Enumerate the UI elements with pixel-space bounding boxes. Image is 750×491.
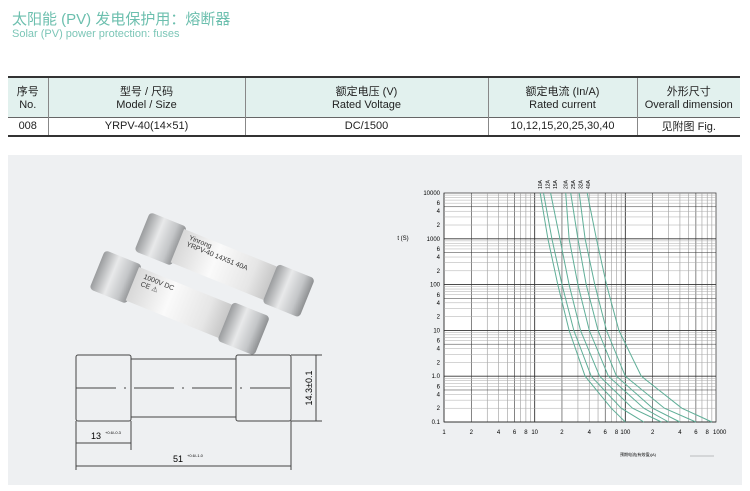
- cap-tolerance: +0.6/-0.3: [105, 430, 122, 435]
- cell-model: YRPV-40(14×51): [47, 117, 245, 136]
- x-tick-label: 4: [497, 430, 501, 436]
- y-tick-label: 6: [437, 384, 441, 390]
- y-tick-label: 0.1: [432, 420, 441, 426]
- curve-12A: [543, 192, 645, 423]
- x-tick-label: 8: [524, 430, 528, 436]
- curve-label: 15A: [553, 179, 559, 189]
- cell-current: 10,12,15,20,25,30,40: [487, 117, 637, 136]
- y-tick-label: 4: [437, 209, 441, 215]
- x-tick-label: 1000: [713, 430, 727, 436]
- curve-32A: [578, 192, 697, 423]
- y-tick-label: 1.0: [432, 374, 441, 380]
- curve-label: 10A: [538, 179, 544, 189]
- total-length-label: 51: [173, 454, 183, 464]
- x-tick-label: 2: [470, 430, 474, 436]
- y-tick-label: 10: [433, 328, 440, 334]
- diameter-label: 14.3±0.1: [304, 371, 314, 406]
- y-axis-label: t (S): [397, 236, 408, 242]
- x-tick-label: 4: [678, 430, 682, 436]
- curve-label: 32A: [579, 179, 585, 189]
- y-tick-label: 10000: [423, 191, 440, 197]
- y-tick-label: 6: [437, 293, 441, 299]
- curve-20A: [565, 192, 669, 423]
- y-tick-label: 6: [437, 339, 441, 345]
- total-tolerance: +0.6/-1.0: [187, 453, 204, 458]
- plot-area: [443, 192, 717, 423]
- curve-15A: [550, 192, 662, 423]
- table-row: 008 YRPV-40(14×51) DC/1500 10,12,15,20,2…: [8, 117, 740, 136]
- page-subtitle: Solar (PV) power protection: fuses: [12, 28, 180, 40]
- x-tick-label: 4: [588, 430, 592, 436]
- col-voltage: 额定电压 (V)Rated Voltage: [244, 77, 488, 117]
- x-tick-label: 1: [442, 430, 446, 436]
- x-axis-label: 预期电流(有效值)(A): [620, 451, 657, 457]
- y-tick-label: 2: [437, 223, 441, 229]
- dimension-drawing: 14.3±0.1 13 +0.6/-0.3 51 +0.6/-1.0: [75, 354, 322, 470]
- y-tick-label: 2: [437, 360, 441, 366]
- cell-no: 008: [18, 120, 37, 133]
- x-tick-label: 10: [531, 430, 538, 436]
- y-tick-label: 100: [430, 283, 441, 289]
- curve-10A: [539, 192, 626, 423]
- y-tick-label: 6: [437, 247, 441, 253]
- col-current: 额定电流 (In/A)Rated current: [487, 77, 637, 117]
- y-tick-label: 4: [437, 347, 441, 353]
- cap-length-label: 13: [91, 431, 101, 441]
- x-tick-label: 8: [615, 430, 619, 436]
- page-title: 太阳能 (PV) 发电保护用：熔断器: [12, 11, 231, 28]
- curve-label: 20A: [564, 179, 570, 189]
- cell-dimension: 见附图 Fig.: [636, 117, 740, 136]
- x-tick-label: 6: [694, 430, 698, 436]
- x-tick-label: 8: [706, 430, 710, 436]
- curve-25A: [570, 192, 681, 423]
- y-tick-label: 2: [437, 269, 441, 275]
- y-tick-label: 1000: [427, 237, 441, 243]
- curve-label: 12A: [546, 179, 552, 189]
- y-tick-label: 4: [437, 255, 441, 261]
- x-tick-label: 2: [560, 430, 564, 436]
- y-tick-label: 2: [437, 406, 441, 412]
- curve-label: 40A: [586, 179, 592, 189]
- x-tick-label: 6: [604, 430, 608, 436]
- y-tick-label: 2: [437, 315, 441, 321]
- y-tick-label: 6: [437, 201, 441, 207]
- y-tick-label: 4: [437, 301, 441, 307]
- y-tick-label: 4: [437, 392, 441, 398]
- curve-label: 25A: [571, 179, 577, 189]
- cell-voltage: DC/1500: [244, 117, 488, 136]
- curve-40A: [586, 192, 713, 423]
- x-tick-label: 6: [513, 430, 517, 436]
- x-tick-label: 100: [620, 430, 631, 436]
- x-tick-label: 2: [651, 430, 655, 436]
